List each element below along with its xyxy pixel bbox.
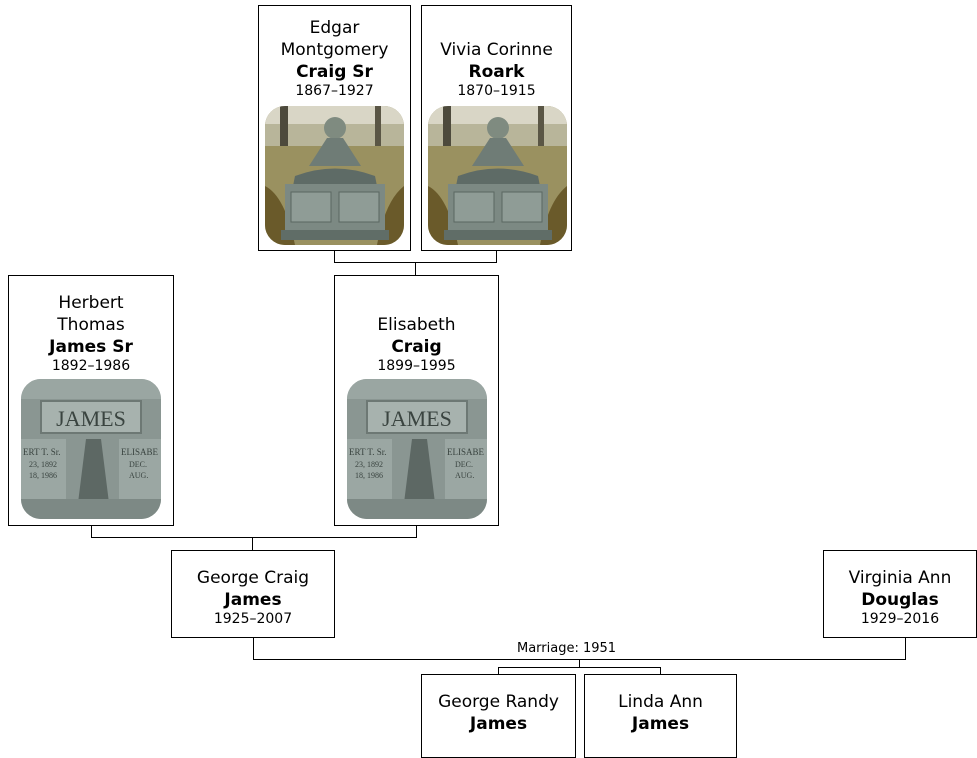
given-name: Herbert xyxy=(58,293,124,313)
connector-parents-james xyxy=(91,526,417,550)
svg-text:DEC.: DEC. xyxy=(129,460,147,469)
svg-text:JAMES: JAMES xyxy=(56,406,126,431)
svg-text:JAMES: JAMES xyxy=(382,406,452,431)
svg-text:ELISABE: ELISABE xyxy=(447,447,485,457)
marriage-label: Marriage: 1951 xyxy=(514,641,620,656)
connector-grandparents-craig xyxy=(334,251,497,275)
given-name: Linda Ann xyxy=(618,692,703,712)
surname: James Sr xyxy=(49,337,133,357)
svg-text:23, 1892: 23, 1892 xyxy=(355,460,383,469)
given-name: Montgomery xyxy=(280,40,389,60)
person-herbert-thomas-james-sr[interactable]: Herbert Thomas James Sr 1892–1986 JAMES … xyxy=(8,275,174,526)
person-virginia-ann-douglas[interactable]: Virginia Ann Douglas 1929–2016 xyxy=(823,550,977,638)
life-years: 1892–1986 xyxy=(51,358,131,374)
svg-text:23, 1892: 23, 1892 xyxy=(29,460,57,469)
life-years: 1929–2016 xyxy=(860,611,940,627)
tombstone-photo[interactable] xyxy=(265,106,404,245)
life-years: 1899–1995 xyxy=(377,358,456,374)
surname: Craig Sr xyxy=(296,62,373,82)
gravestone-photo[interactable]: JAMES ERT T. Sr. 23, 1892 18, 1986 ELISA… xyxy=(21,379,161,519)
given-name: Virginia Ann xyxy=(848,568,952,588)
svg-text:ERT T. Sr.: ERT T. Sr. xyxy=(23,447,60,457)
person-vivia-corinne-roark[interactable]: Vivia Corinne Roark 1870–1915 xyxy=(421,5,572,251)
surname: Douglas xyxy=(861,590,939,610)
life-years: 1870–1915 xyxy=(457,83,536,99)
svg-text:DEC.: DEC. xyxy=(455,460,473,469)
svg-text:AUG.: AUG. xyxy=(129,471,148,480)
svg-text:ELISABE: ELISABE xyxy=(121,447,159,457)
given-name: Thomas xyxy=(57,315,125,335)
surname: James xyxy=(224,590,282,610)
svg-text:ERT T. Sr.: ERT T. Sr. xyxy=(349,447,386,457)
life-years: 1925–2007 xyxy=(213,611,293,627)
life-years: 1867–1927 xyxy=(295,83,374,99)
svg-text:18, 1986: 18, 1986 xyxy=(29,471,57,480)
given-name: George Craig xyxy=(196,568,310,588)
svg-text:AUG.: AUG. xyxy=(455,471,474,480)
person-elisabeth-craig[interactable]: Elisabeth Craig 1899–1995 JAMES ERT T. S… xyxy=(334,275,499,526)
connector-marriage xyxy=(253,638,906,674)
tombstone-photo[interactable] xyxy=(428,106,567,245)
surname: James xyxy=(631,714,690,734)
given-name: George Randy xyxy=(438,692,559,712)
surname: Roark xyxy=(468,62,525,82)
person-george-randy-james[interactable]: George Randy James xyxy=(421,674,576,758)
gravestone-photo[interactable]: JAMES ERT T. Sr. 23, 1892 18, 1986 ELISA… xyxy=(347,379,487,519)
surname: Craig xyxy=(391,337,442,357)
given-name: Elisabeth xyxy=(377,315,456,335)
person-linda-ann-james[interactable]: Linda Ann James xyxy=(584,674,737,758)
surname: James xyxy=(469,714,528,734)
svg-text:18, 1986: 18, 1986 xyxy=(355,471,383,480)
given-name: Vivia Corinne xyxy=(440,40,553,60)
person-edgar-montgomery-craig-sr[interactable]: Edgar Montgomery Craig Sr 1867–1927 xyxy=(258,5,411,251)
given-name: Edgar xyxy=(309,18,360,38)
person-george-craig-james[interactable]: George Craig James 1925–2007 xyxy=(171,550,335,638)
